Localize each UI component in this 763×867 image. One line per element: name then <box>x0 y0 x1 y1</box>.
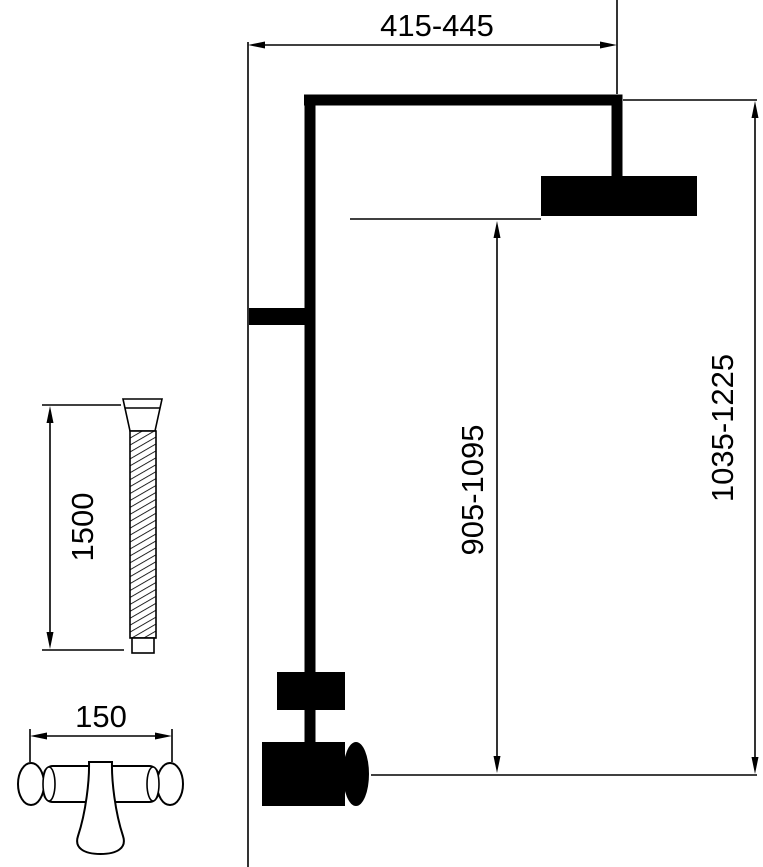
arrow-up-icon <box>46 406 54 423</box>
arrow-down-icon <box>493 756 501 773</box>
hose-bottom-fitting <box>131 637 155 654</box>
dim-top-width: 415-445 <box>248 0 618 94</box>
dim-head-height: 905-1095 <box>350 218 541 773</box>
arrow-up-icon <box>493 221 501 238</box>
hose-top-fitting <box>122 398 163 432</box>
top-arm-pipe <box>304 94 623 182</box>
arrow-down-icon <box>46 632 54 649</box>
mixer-right-flange <box>156 762 184 806</box>
mixer-right-collar <box>146 766 160 802</box>
shower-head <box>541 176 697 216</box>
arrow-up-icon <box>751 101 759 118</box>
arrow-right-icon <box>600 41 617 49</box>
arrow-right-icon <box>155 732 172 740</box>
mixer-valve-handle <box>343 742 369 806</box>
hose-corrugated-tube <box>129 430 157 639</box>
wall-bracket <box>249 308 307 325</box>
dim-overall-height-label: 1035-1225 <box>705 354 740 502</box>
mixer-left-flange <box>17 762 45 806</box>
handshower-holder <box>277 672 345 710</box>
dim-mixer-width-label: 150 <box>75 699 127 734</box>
mixer-left-collar <box>42 766 56 802</box>
dim-head-height-label: 905-1095 <box>455 424 490 555</box>
arrow-down-icon <box>751 757 759 774</box>
dim-hose-length: 1500 <box>42 404 124 651</box>
mixer-valve-body <box>262 742 345 806</box>
dim-mixer-width: 150 <box>29 699 173 762</box>
mixer-figure <box>17 761 184 856</box>
mixer-lever-handle <box>76 761 125 856</box>
shower-column <box>249 94 697 806</box>
dim-hose-length-label: 1500 <box>65 493 100 562</box>
arrow-left-icon <box>248 41 265 49</box>
shower-hose-figure <box>122 398 163 654</box>
dim-top-width-label: 415-445 <box>380 8 494 43</box>
arrow-left-icon <box>30 732 47 740</box>
dim-overall-height: 1035-1225 <box>371 99 759 776</box>
